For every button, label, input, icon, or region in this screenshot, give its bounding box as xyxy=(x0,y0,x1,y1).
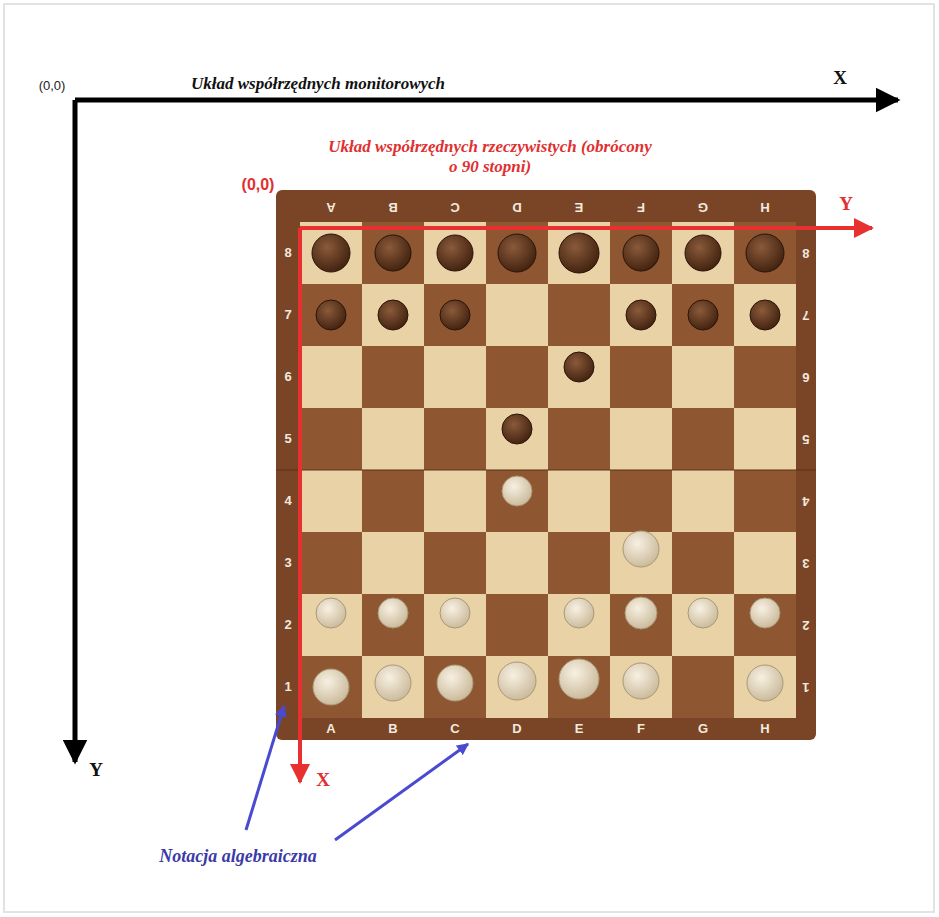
origin-label: (0,0) xyxy=(39,79,66,94)
file-letter: F xyxy=(637,722,645,737)
axis-name: Y xyxy=(89,759,103,781)
rank-number: 1 xyxy=(284,680,291,695)
axis-title: Układ współrzędnych rzeczywistych (obróc… xyxy=(325,137,655,176)
file-letter: G xyxy=(698,722,708,737)
rank-number: 3 xyxy=(284,556,291,571)
file-letter: B xyxy=(388,200,397,215)
file-letter: A xyxy=(326,722,335,737)
rank-number: 3 xyxy=(802,556,809,571)
rank-number: 5 xyxy=(802,432,809,447)
file-letter: C xyxy=(450,200,459,215)
file-letter: B xyxy=(388,722,397,737)
rank-number: 4 xyxy=(802,494,809,509)
rank-number: 1 xyxy=(802,680,809,695)
file-letter: E xyxy=(575,722,584,737)
file-letter: D xyxy=(512,722,521,737)
axis-name: X xyxy=(316,769,330,791)
axis-name: X xyxy=(833,67,847,89)
axis-name: Y xyxy=(839,193,853,215)
notation-label: Notacja algebraiczna xyxy=(159,846,317,867)
file-letter: H xyxy=(760,722,769,737)
file-letter: G xyxy=(698,200,708,215)
file-letter: F xyxy=(637,200,645,215)
file-letter: H xyxy=(760,200,769,215)
origin-label: (0,0) xyxy=(242,176,275,194)
file-letter: A xyxy=(326,200,335,215)
rank-number: 5 xyxy=(284,432,291,447)
file-letter: D xyxy=(512,200,521,215)
rank-number: 8 xyxy=(802,246,809,261)
rank-number: 7 xyxy=(802,308,809,323)
rank-number: 7 xyxy=(284,308,291,323)
rank-number: 4 xyxy=(284,494,291,509)
rank-number: 6 xyxy=(802,370,809,385)
file-letter: E xyxy=(575,200,584,215)
axis-title: Układ współrzędnych monitorowych xyxy=(191,74,445,94)
file-letter: C xyxy=(450,722,459,737)
rank-number: 2 xyxy=(802,618,809,633)
rank-number: 8 xyxy=(284,246,291,261)
rank-number: 6 xyxy=(284,370,291,385)
rank-number: 2 xyxy=(284,618,291,633)
